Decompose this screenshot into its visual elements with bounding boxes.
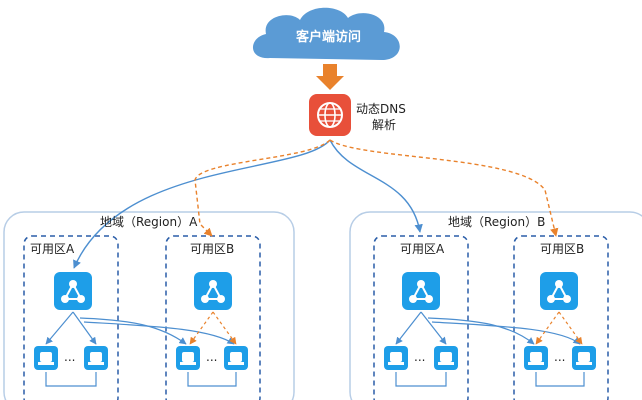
globe-icon <box>309 94 351 136</box>
lb-server-backup-links-region-b <box>535 311 583 345</box>
region-b-box <box>349 211 642 400</box>
load-balancer-icon <box>54 272 92 310</box>
server-icon <box>524 346 548 370</box>
region-a-zone-b-label: 可用区B <box>190 242 235 256</box>
load-balancer-icon <box>540 272 578 310</box>
load-balancer-icon <box>402 272 440 310</box>
server-icon <box>572 346 596 370</box>
region-a-zone-b-box <box>165 235 261 400</box>
region-a-title: 地域（Region）A <box>100 215 198 229</box>
down-arrow-icon <box>316 64 344 90</box>
server-ellipsis: ... <box>206 350 218 364</box>
server-icon <box>176 346 200 370</box>
region-b-title: 地域（Region）B <box>448 215 546 229</box>
region-b-zone-a-label: 可用区A <box>400 242 445 256</box>
server-ellipsis: ... <box>414 350 426 364</box>
lb-server-links-region-a <box>45 311 235 345</box>
region-a-box <box>3 211 295 400</box>
route-line-region-a-zone-a <box>73 139 331 269</box>
server-icon <box>224 346 248 370</box>
dns-label-line2: 解析 <box>372 118 397 132</box>
client-cloud <box>252 7 400 60</box>
region-b-zone-b-box <box>513 235 609 400</box>
region-b-zone-b-label: 可用区B <box>540 242 585 256</box>
server-icon <box>434 346 458 370</box>
region-a-zone-a-label: 可用区A <box>30 242 75 256</box>
backup-route-region-a-zone-b <box>194 139 331 237</box>
server-ellipsis: ... <box>64 350 76 364</box>
region-b-zone-a-box <box>373 235 469 400</box>
backup-route-region-b-zone-b <box>329 139 559 237</box>
route-line-region-b-zone-a <box>329 139 423 233</box>
server-icon <box>384 346 408 370</box>
dns-label-line1: 动态DNS <box>356 102 406 116</box>
server-sync-links <box>45 372 585 387</box>
server-icon <box>84 346 108 370</box>
lb-server-links-region-b <box>395 311 581 345</box>
load-balancer-icon <box>194 272 232 310</box>
region-a-zone-a-box <box>23 235 119 400</box>
client-access-label: 客户端访问 <box>296 30 362 45</box>
server-icon <box>34 346 58 370</box>
server-ellipsis: ... <box>554 350 566 364</box>
lb-server-backup-links-region-a <box>189 311 237 345</box>
